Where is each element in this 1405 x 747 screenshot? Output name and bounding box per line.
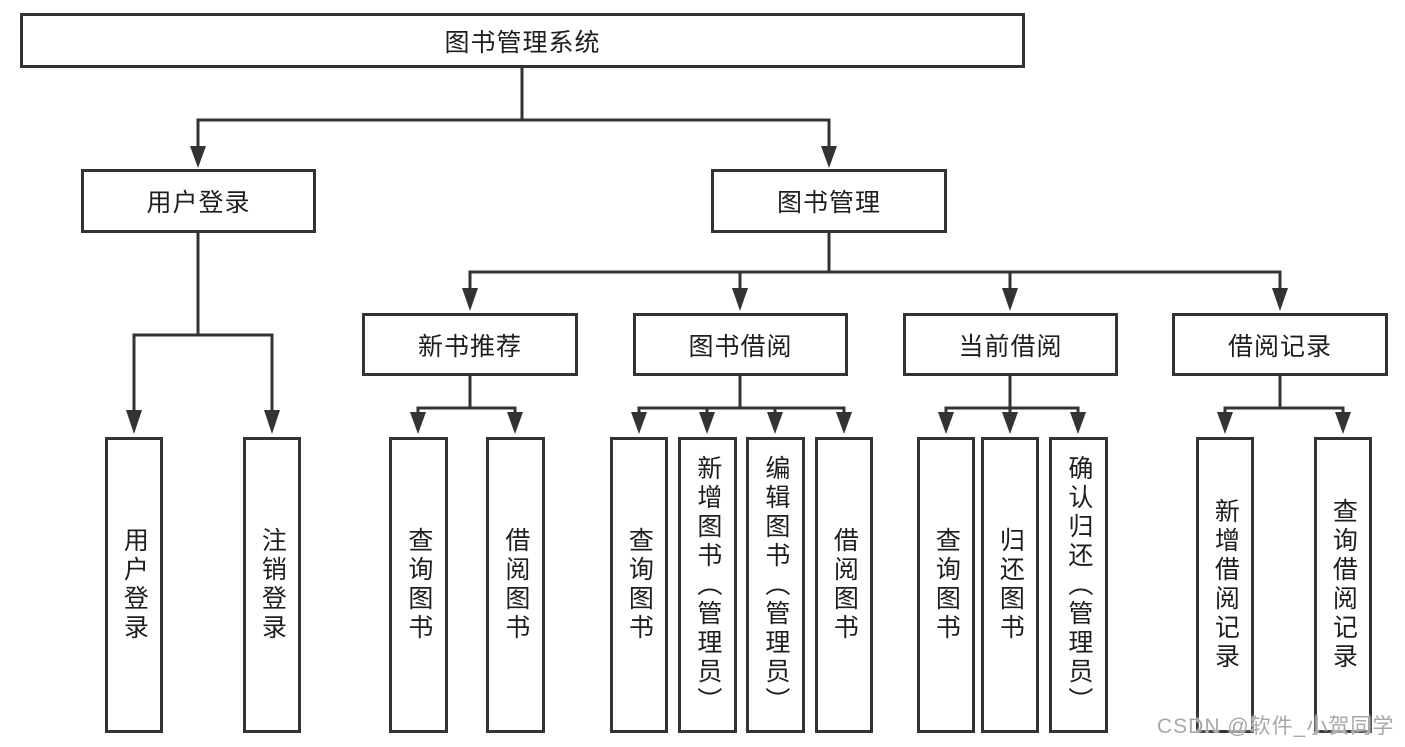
node-book-management: 图书管理 xyxy=(711,169,947,233)
node-label: 确认归还（管理员） xyxy=(1064,454,1093,716)
node-label: 图书管理 xyxy=(776,189,881,217)
node-label: 查询图书 xyxy=(404,527,433,643)
node-label: 当前借阅 xyxy=(958,332,1063,361)
node-label: 查询图书 xyxy=(625,527,654,643)
leaf-query-books-borrow: 查询图书 xyxy=(610,437,668,733)
connector-current-borrow-branch xyxy=(938,376,1086,434)
leaf-borrow-books: 借阅图书 xyxy=(815,437,873,733)
leaf-query-books-current: 查询图书 xyxy=(917,437,975,733)
node-new-book-recommend: 新书推荐 xyxy=(362,313,578,376)
leaf-query-borrow-record: 查询借阅记录 xyxy=(1314,437,1372,733)
node-label: 注销登录 xyxy=(258,527,287,643)
node-user-login: 用户登录 xyxy=(81,169,316,233)
node-label: 图书管理系统 xyxy=(444,28,601,57)
connector-root-to-level2 xyxy=(190,67,837,168)
leaf-query-books-recommend: 查询图书 xyxy=(389,437,448,733)
connector-book-borrow-branch xyxy=(631,376,852,434)
node-borrow-record: 借阅记录 xyxy=(1172,313,1388,376)
node-label: 新增图书（管理员） xyxy=(693,454,722,716)
node-label: 归还图书 xyxy=(996,527,1025,643)
leaf-add-borrow-record: 新增借阅记录 xyxy=(1196,437,1254,733)
node-label: 编辑图书（管理员） xyxy=(761,454,790,716)
connector-book-management-branch xyxy=(462,233,1288,311)
connector-new-book-recommend-branch xyxy=(410,376,523,434)
node-label: 借阅记录 xyxy=(1227,332,1332,361)
leaf-return-books: 归还图书 xyxy=(981,437,1039,733)
node-label: 用户登录 xyxy=(120,527,149,643)
leaf-borrow-books-recommend: 借阅图书 xyxy=(486,437,545,733)
leaf-logout: 注销登录 xyxy=(243,437,301,733)
leaf-confirm-return-admin: 确认归还（管理员） xyxy=(1049,437,1108,733)
node-label: 新增借阅记录 xyxy=(1211,498,1240,672)
node-label: 新书推荐 xyxy=(417,332,522,361)
node-current-borrow: 当前借阅 xyxy=(903,313,1118,376)
node-label: 借阅图书 xyxy=(501,527,530,643)
leaf-edit-books-admin: 编辑图书（管理员） xyxy=(746,437,805,733)
node-book-borrow: 图书借阅 xyxy=(633,313,848,376)
node-label: 查询借阅记录 xyxy=(1329,498,1358,672)
node-library-management-system: 图书管理系统 xyxy=(20,13,1025,68)
leaf-add-books-admin: 新增图书（管理员） xyxy=(678,437,737,733)
connector-user-login-branch xyxy=(126,233,280,434)
connector-borrow-record-branch xyxy=(1217,376,1351,434)
node-label: 查询图书 xyxy=(932,527,961,643)
node-label: 图书借阅 xyxy=(688,332,793,361)
leaf-user-login: 用户登录 xyxy=(105,437,163,733)
node-label: 用户登录 xyxy=(146,189,251,217)
csdn-watermark: CSDN @软件_小贺同学 xyxy=(1157,715,1395,738)
node-label: 借阅图书 xyxy=(830,527,859,643)
